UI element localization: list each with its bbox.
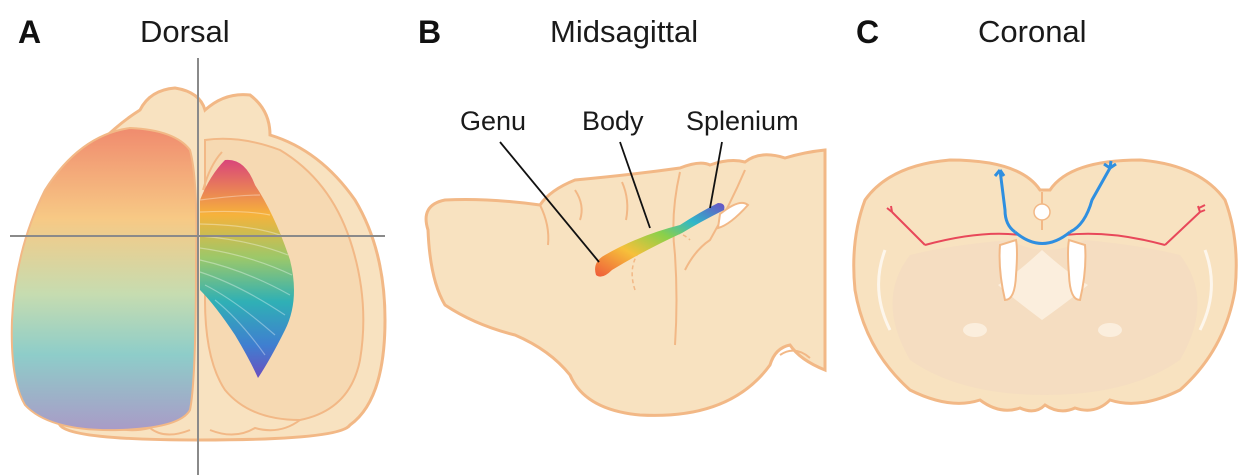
label-body: Body bbox=[582, 106, 644, 137]
panel-title-dorsal: Dorsal bbox=[140, 14, 230, 50]
coronal-brain-illustration bbox=[830, 0, 1260, 475]
panel-title-coronal: Coronal bbox=[978, 14, 1087, 50]
panel-title-midsagittal: Midsagittal bbox=[550, 14, 698, 50]
panel-midsagittal: B Midsagittal Genu Body Splenium bbox=[400, 0, 830, 475]
panel-letter-a: A bbox=[18, 14, 41, 51]
panel-letter-c: C bbox=[856, 14, 879, 51]
panel-dorsal: A Dorsal bbox=[0, 0, 400, 475]
coronal-brain-outline bbox=[854, 160, 1237, 411]
label-genu: Genu bbox=[460, 106, 526, 137]
label-splenium: Splenium bbox=[686, 106, 799, 137]
dorsal-brain-illustration bbox=[0, 0, 400, 475]
sagittal-brain-outline bbox=[426, 150, 825, 415]
panel-letter-b: B bbox=[418, 14, 441, 51]
midsagittal-brain-illustration bbox=[400, 0, 830, 475]
left-hemisphere-gradient bbox=[12, 128, 197, 430]
panel-coronal: C Coronal bbox=[830, 0, 1260, 475]
